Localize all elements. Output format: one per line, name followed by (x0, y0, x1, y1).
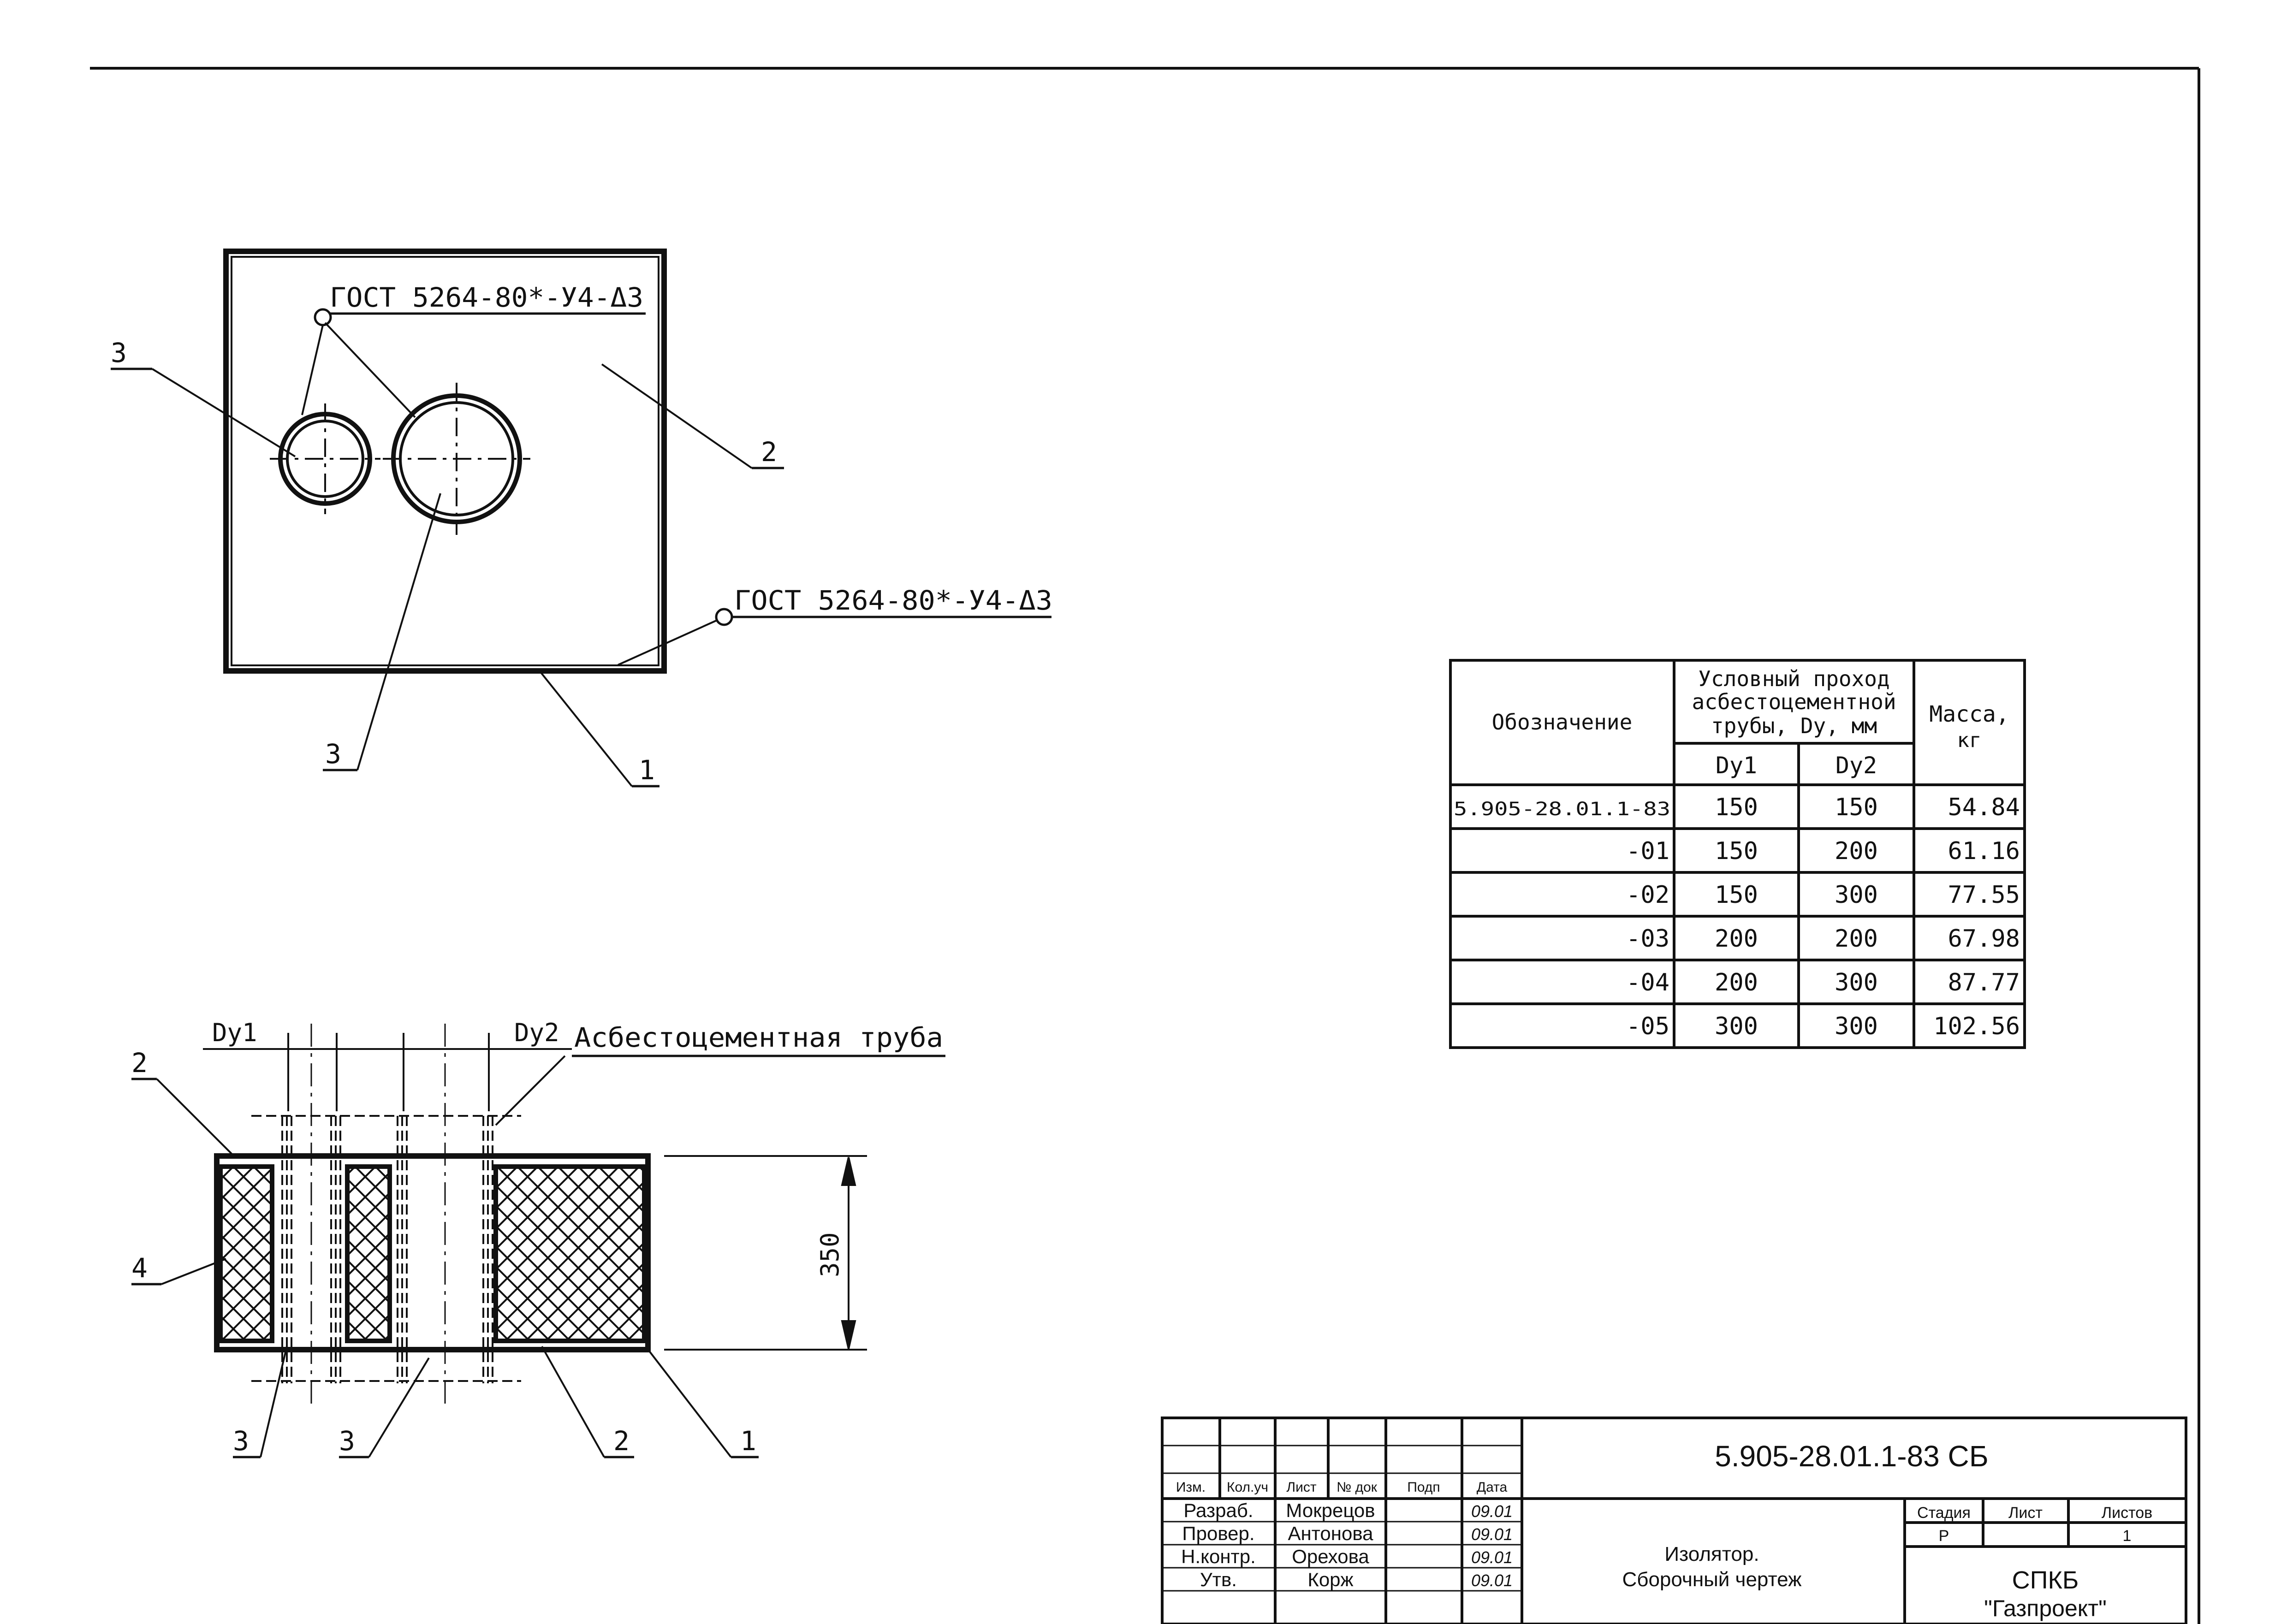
sheet-frame (90, 67, 2200, 1624)
sheets-header: Листов (2102, 1504, 2152, 1522)
row-designation: -01 (1626, 837, 1669, 865)
callout-4: 4 (131, 1252, 148, 1284)
col-header: Подп (1407, 1480, 1440, 1495)
stage-header: Стадия (1917, 1504, 1971, 1522)
weld-note-top: ГОСТ 5264-80*-У4-Δ3 (330, 282, 643, 313)
row-designation: -03 (1626, 925, 1669, 953)
col-header: Кол.уч (1227, 1480, 1268, 1495)
org-line-2: "Газпроект" (1984, 1595, 2107, 1621)
fill-middle (345, 1164, 392, 1343)
header-pass-2: асбестоцементной (1692, 689, 1896, 714)
stage-value: Р (1939, 1527, 1949, 1545)
col-header: Лист (1286, 1480, 1316, 1495)
header-mass-1: Масса, (1929, 701, 2009, 727)
row-mass: 102.56 (1933, 1013, 2020, 1040)
row-designation: -05 (1626, 1013, 1669, 1040)
dy1-label: Dу1 (212, 1018, 257, 1047)
row-mass: 67.98 (1948, 925, 2020, 953)
callout-1-front: 1 (639, 754, 655, 786)
callout-3-top: 3 (111, 337, 127, 368)
title-line-2: Сборочный чертеж (1622, 1568, 1802, 1591)
callout-2-right: 2 (761, 436, 777, 468)
dy2-label: Dу2 (514, 1018, 559, 1047)
row-designation: -04 (1626, 969, 1669, 996)
large-hole (383, 383, 530, 535)
person-name: Антонова (1288, 1523, 1373, 1544)
sub-dy1: Dу1 (1716, 752, 1757, 779)
callout-2-left: 2 (131, 1047, 148, 1079)
row-dy2: 150 (1835, 794, 1878, 821)
row-dy2: 300 (1835, 881, 1878, 909)
row-mass: 61.16 (1948, 837, 2020, 865)
person-date: 09.01 (1471, 1571, 1513, 1590)
row-designation: 5.905-28.01.1-83 (1454, 799, 1670, 820)
doc-code: 5.905-28.01.1-83 СБ (1715, 1440, 1989, 1473)
row-dy2: 200 (1835, 837, 1878, 865)
person-date: 09.01 (1471, 1548, 1513, 1567)
person-role: Разраб. (1183, 1500, 1253, 1521)
col-header: Дата (1477, 1480, 1508, 1495)
header-pass-1: Условный проход (1698, 666, 1889, 691)
person-name: Мокрецов (1286, 1500, 1375, 1521)
pipe-label: Асбестоцементная труба (574, 1022, 943, 1053)
person-date: 09.01 (1471, 1525, 1513, 1544)
col-header: № док (1337, 1480, 1378, 1495)
small-hole (270, 403, 380, 514)
weld-note-bottom: ГОСТ 5264-80*-У4-Δ3 (734, 585, 1052, 616)
row-dy2: 300 (1835, 1013, 1878, 1040)
header-pass-3: трубы, Dу, мм (1711, 713, 1877, 738)
callout-3-left: 3 (233, 1425, 249, 1457)
dimension-dy (203, 1033, 572, 1111)
row-dy1: 200 (1715, 969, 1758, 996)
front-view: ГОСТ 5264-80*-У4-Δ3 ГОСТ 5264-80*-У4-Δ3 … (111, 249, 1052, 788)
row-dy1: 300 (1715, 1013, 1758, 1040)
person-date: 09.01 (1471, 1502, 1513, 1521)
spec-rows: 5.905-28.01.1-83 150 150 54.84 -01 150 200 61.1… (1454, 794, 2020, 1040)
row-dy2: 200 (1835, 925, 1878, 953)
fill-left (218, 1164, 274, 1343)
fill-right (493, 1164, 647, 1343)
header-mass-2: кг (1957, 729, 1982, 752)
person-role: Н.контр. (1181, 1546, 1256, 1567)
col-header: Изм. (1176, 1480, 1206, 1495)
person-role: Провер. (1182, 1523, 1254, 1544)
height-dim: 350 (815, 1232, 844, 1277)
callout-3-bottom: 3 (325, 738, 341, 770)
row-dy1: 200 (1715, 925, 1758, 953)
row-dy1: 150 (1715, 837, 1758, 865)
sub-dy2: Dу2 (1836, 752, 1877, 779)
section-view: Dу1 Dу2 Асбестоцементная труба 350 2 4 3… (131, 1018, 945, 1458)
callout-1-section: 1 (740, 1425, 756, 1457)
callout-3-mid: 3 (339, 1425, 355, 1457)
person-role: Утв. (1200, 1569, 1237, 1590)
row-dy2: 300 (1835, 969, 1878, 996)
row-mass: 87.77 (1948, 969, 2020, 996)
row-designation: -02 (1626, 881, 1669, 909)
person-name: Орехова (1292, 1546, 1369, 1567)
row-mass: 54.84 (1948, 794, 2020, 821)
sheet-header: Лист (2008, 1504, 2043, 1522)
col-headers: Изм. Кол.уч Лист № док Подп Дата (1176, 1480, 1508, 1495)
title-line-1: Изолятор. (1664, 1543, 1759, 1565)
row-mass: 77.55 (1948, 881, 2020, 909)
org-line-1: СПКБ (2012, 1566, 2079, 1594)
sheets-value: 1 (2123, 1527, 2132, 1545)
row-dy1: 150 (1715, 794, 1758, 821)
header-designation: Обозначение (1492, 710, 1633, 735)
spec-table: Обозначение Условный проход асбестоцемен… (1449, 659, 2026, 1049)
dimension-350 (664, 1155, 867, 1351)
person-name: Корж (1307, 1569, 1353, 1590)
callout-2-right: 2 (613, 1425, 630, 1457)
row-dy1: 150 (1715, 881, 1758, 909)
